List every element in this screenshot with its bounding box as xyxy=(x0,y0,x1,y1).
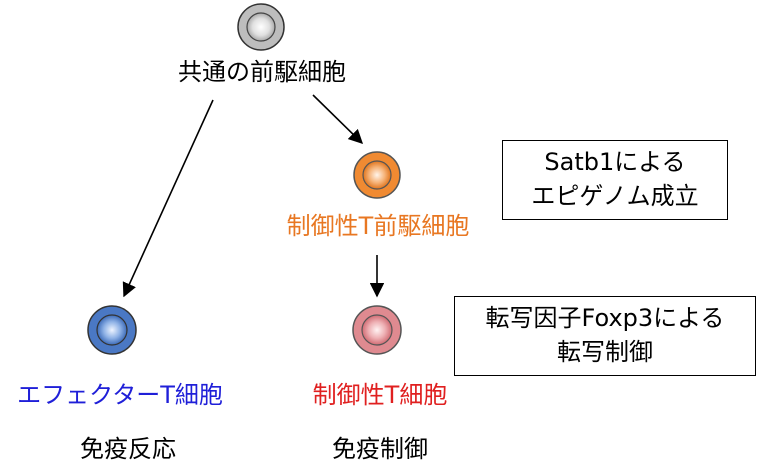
progenitor-label: 共通の前駆細胞 xyxy=(178,58,346,86)
arrow-progenitor-to-effector xyxy=(122,99,214,298)
arrow-progenitor-to-treg-precursor xyxy=(312,94,364,145)
satb1-box-line1: Satb1による xyxy=(544,148,686,176)
effector-cell-icon xyxy=(87,305,137,355)
satb1-epigenome-box: Satb1による エピゲノム成立 xyxy=(502,140,728,220)
treg-cell-icon xyxy=(352,305,402,355)
effector-label: エフェクターT細胞 xyxy=(17,381,223,409)
foxp3-box-line1: 転写因子Foxp3による xyxy=(485,304,725,332)
satb1-box-line2: エピゲノム成立 xyxy=(531,181,699,210)
progenitor-cell-icon xyxy=(237,3,285,51)
foxp3-transcription-box: 転写因子Foxp3による 転写制御 xyxy=(454,296,756,376)
effector-function-label: 免疫反応 xyxy=(80,435,176,463)
foxp3-box-line2: 転写制御 xyxy=(557,337,653,366)
treg-label: 制御性T細胞 xyxy=(312,381,448,409)
treg-precursor-label: 制御性T前駆細胞 xyxy=(286,212,470,240)
treg-function-label: 免疫制御 xyxy=(332,435,428,463)
treg-precursor-cell-icon xyxy=(353,151,401,199)
